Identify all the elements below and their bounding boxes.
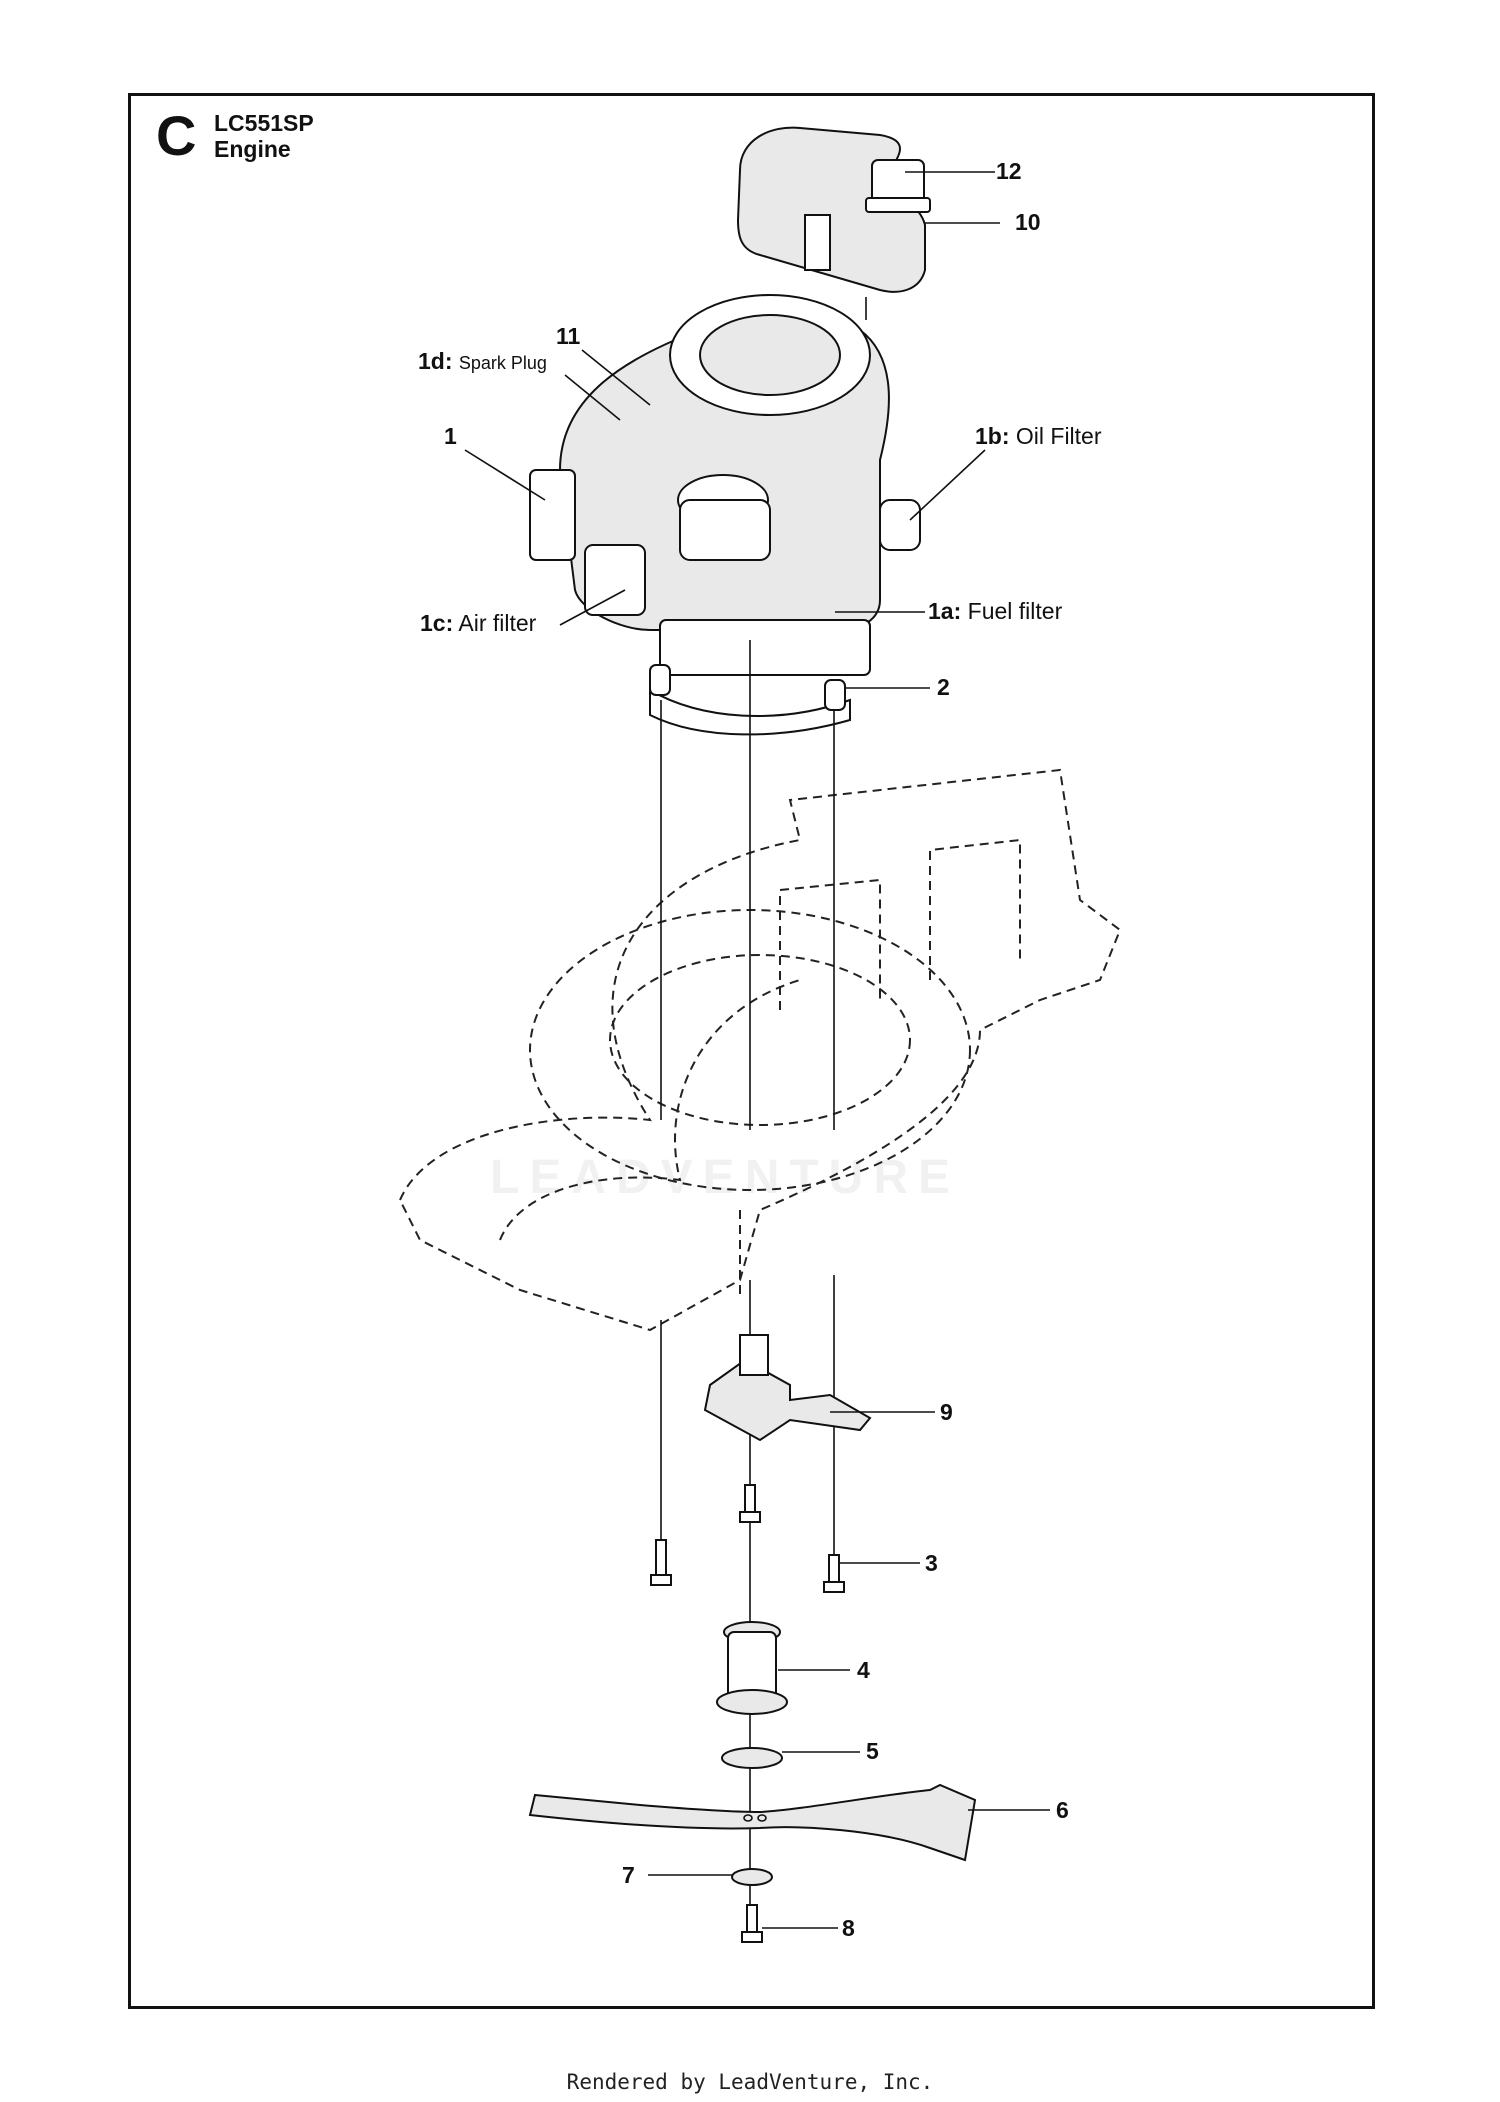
section-letter: C bbox=[156, 104, 197, 167]
blade-washer bbox=[731, 1868, 773, 1886]
callout-3[interactable]: 3 bbox=[925, 1550, 938, 1576]
callout-1a-desc: Fuel filter bbox=[967, 598, 1063, 624]
mounting-ring bbox=[649, 664, 851, 736]
callout-1b-desc: Oil Filter bbox=[1015, 423, 1102, 449]
diagram-frame bbox=[128, 93, 1375, 2009]
callout-10[interactable]: 10 bbox=[1015, 209, 1041, 235]
footer-credit: Rendered by LeadVenture, Inc. bbox=[566, 2070, 934, 2094]
blade-adapter bbox=[716, 1621, 788, 1715]
bolts bbox=[650, 1484, 845, 1593]
section-name: Engine bbox=[214, 136, 291, 162]
model-number: LC551SP bbox=[214, 110, 314, 136]
guide-lines bbox=[660, 640, 835, 1920]
watermark: LEADVENTURE bbox=[490, 1151, 961, 1204]
callout-1d-desc: Spark Plug bbox=[458, 353, 547, 373]
callout-1[interactable]: 1 bbox=[444, 423, 457, 449]
callout-2[interactable]: 2 bbox=[937, 674, 950, 700]
callout-11[interactable]: 11 bbox=[556, 323, 581, 349]
callout-7[interactable]: 7 bbox=[622, 1862, 635, 1888]
mower-blade bbox=[528, 1783, 977, 1862]
washer bbox=[721, 1747, 783, 1769]
baffle-bracket bbox=[703, 1334, 872, 1442]
callout-1b[interactable]: 1b: Oil Filter bbox=[975, 423, 1102, 449]
callout-12[interactable]: 12 bbox=[996, 158, 1022, 184]
blade-bolt bbox=[741, 1904, 763, 1943]
mower-deck-outline bbox=[398, 768, 1122, 1332]
callout-6[interactable]: 6 bbox=[1056, 1797, 1069, 1823]
callout-4[interactable]: 4 bbox=[857, 1657, 870, 1683]
callout-9[interactable]: 9 bbox=[940, 1399, 953, 1425]
callout-1c-desc: Air filter bbox=[458, 610, 537, 636]
callout-5[interactable]: 5 bbox=[866, 1738, 879, 1764]
callout-leaders bbox=[464, 171, 1050, 1929]
fuel-tank bbox=[736, 126, 931, 320]
engine bbox=[529, 294, 921, 676]
callout-1c[interactable]: 1c: Air filter bbox=[420, 610, 537, 636]
callout-8[interactable]: 8 bbox=[842, 1915, 855, 1941]
callout-1a[interactable]: 1a: Fuel filter bbox=[928, 598, 1063, 624]
callout-1d[interactable]: 1d: Spark Plug bbox=[418, 348, 547, 374]
